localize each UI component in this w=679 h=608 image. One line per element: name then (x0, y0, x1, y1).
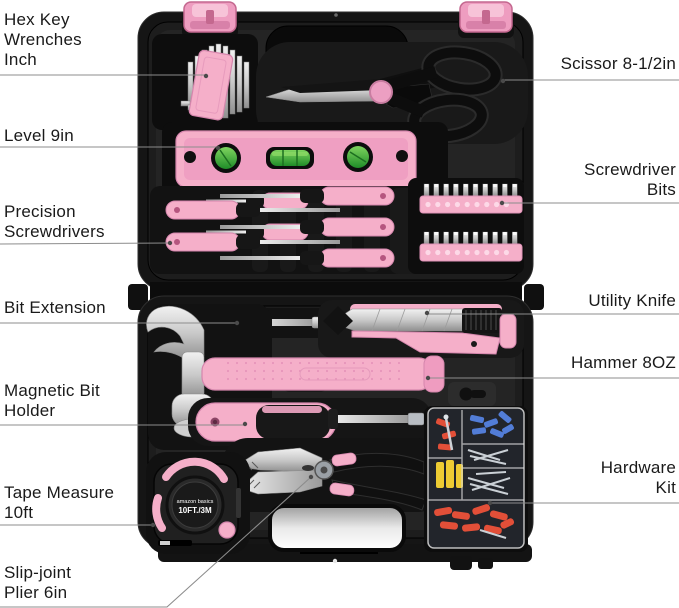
hex-key-pink-clip (188, 49, 234, 121)
label-level: Level 9in (4, 126, 74, 145)
level-tool (162, 122, 448, 198)
scissors (256, 42, 528, 144)
keyhole-mold (448, 382, 496, 406)
case-foot (450, 556, 472, 570)
hex-key-set (152, 34, 258, 130)
latch-left (181, 1, 239, 39)
case-bottom-dot (332, 558, 338, 564)
label-hex-key-wrenches: Hex Key Wrenches Inch (4, 10, 82, 69)
tape-measure: amazon basics 10FT./3M (146, 452, 250, 554)
tape-lock-button (218, 521, 236, 539)
latch-right (457, 1, 515, 39)
callout-line-precision (0, 242, 171, 245)
label-magnetic-bit-holder: Magnetic Bit Holder (4, 381, 100, 420)
scissors-pivot (369, 80, 393, 104)
label-precision-screwdrivers: Precision Screwdrivers (4, 202, 105, 241)
case-bottom-shell: amazon basics 10FT./3M (137, 295, 534, 570)
magnetic-bit-holder (188, 398, 432, 446)
slip-joint-pliers (222, 438, 444, 512)
screwdriver-bit-strips (408, 178, 524, 274)
callout-line-slip-joint (0, 476, 312, 608)
precision-screwdrivers (150, 186, 422, 274)
tape-brand-text: amazon basics (177, 499, 214, 505)
lid-pin-dot (334, 13, 338, 17)
label-tape-measure: Tape Measure 10ft (4, 483, 115, 522)
callout-lines (0, 73, 679, 608)
label-bit-extension: Bit Extension (4, 298, 106, 317)
label-utility-knife: Utility Knife (588, 291, 676, 310)
label-hammer: Hammer 8OZ (571, 353, 676, 372)
utility-knife (318, 300, 524, 358)
case-foot (478, 558, 493, 569)
case-top-shell (137, 1, 534, 291)
label-scissor: Scissor 8-1/2in (560, 54, 676, 73)
tape-size-text: 10FT./3M (178, 506, 212, 515)
hardware-kit-box (424, 406, 528, 552)
label-screwdriver-bits: Screwdriver Bits (584, 160, 676, 199)
hammer-claw (146, 306, 205, 361)
label-slip-joint-plier: Slip-joint Plier 6in (4, 563, 72, 602)
label-hardware-kit: Hardware Kit (600, 458, 676, 497)
bottom-grip-hole (268, 504, 406, 552)
